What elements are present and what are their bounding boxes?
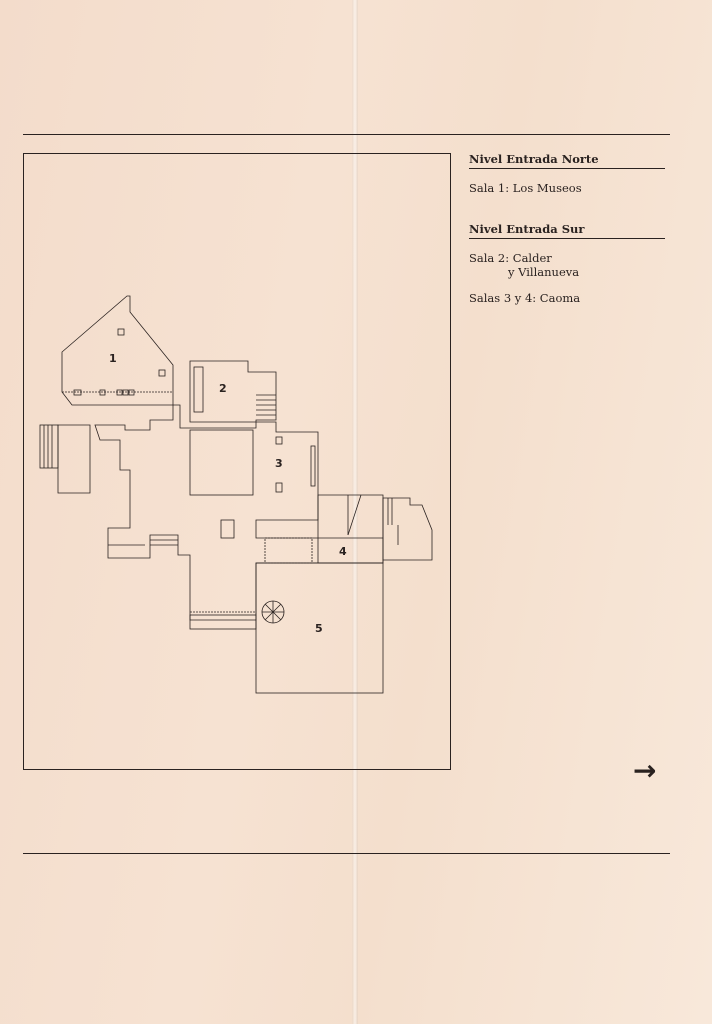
stairs-icon bbox=[39, 424, 59, 469]
central-block-outline bbox=[94, 404, 384, 621]
sala-2-line-2: y Villanueva bbox=[508, 265, 580, 279]
room-label-3: 3 bbox=[275, 457, 283, 470]
room-label-2: 2 bbox=[219, 382, 227, 395]
sala-2-line-1: Sala 2: Calder bbox=[469, 251, 552, 265]
room-label-4: 4 bbox=[339, 545, 347, 558]
north-level-item: Sala 1: Los Museos bbox=[469, 181, 582, 195]
east-wing-outline bbox=[382, 497, 433, 561]
south-level-item-salas-3-4: Salas 3 y 4: Caoma bbox=[469, 291, 581, 305]
left-wing-outline bbox=[57, 424, 91, 494]
room-label-5: 5 bbox=[315, 622, 323, 635]
bottom-rule bbox=[23, 853, 670, 854]
stairs-icon bbox=[108, 539, 178, 546]
north-level-heading: Nivel Entrada Norte bbox=[469, 152, 665, 169]
top-rule bbox=[23, 134, 670, 135]
spiral-stair-icon bbox=[261, 600, 285, 624]
room-2-outline bbox=[189, 360, 277, 423]
floor-plan-frame bbox=[23, 153, 451, 770]
paper-fold bbox=[352, 0, 358, 1024]
room-label-1: 1 bbox=[109, 352, 117, 365]
stairs-icon bbox=[256, 394, 276, 416]
south-level-heading: Nivel Entrada Sur bbox=[469, 222, 665, 239]
room-4-outline bbox=[317, 494, 384, 564]
next-page-arrow-icon[interactable]: → bbox=[633, 754, 657, 787]
legend: Nivel Entrada Norte Sala 1: Los Museos N… bbox=[469, 152, 665, 305]
room-1-outline bbox=[61, 295, 174, 406]
